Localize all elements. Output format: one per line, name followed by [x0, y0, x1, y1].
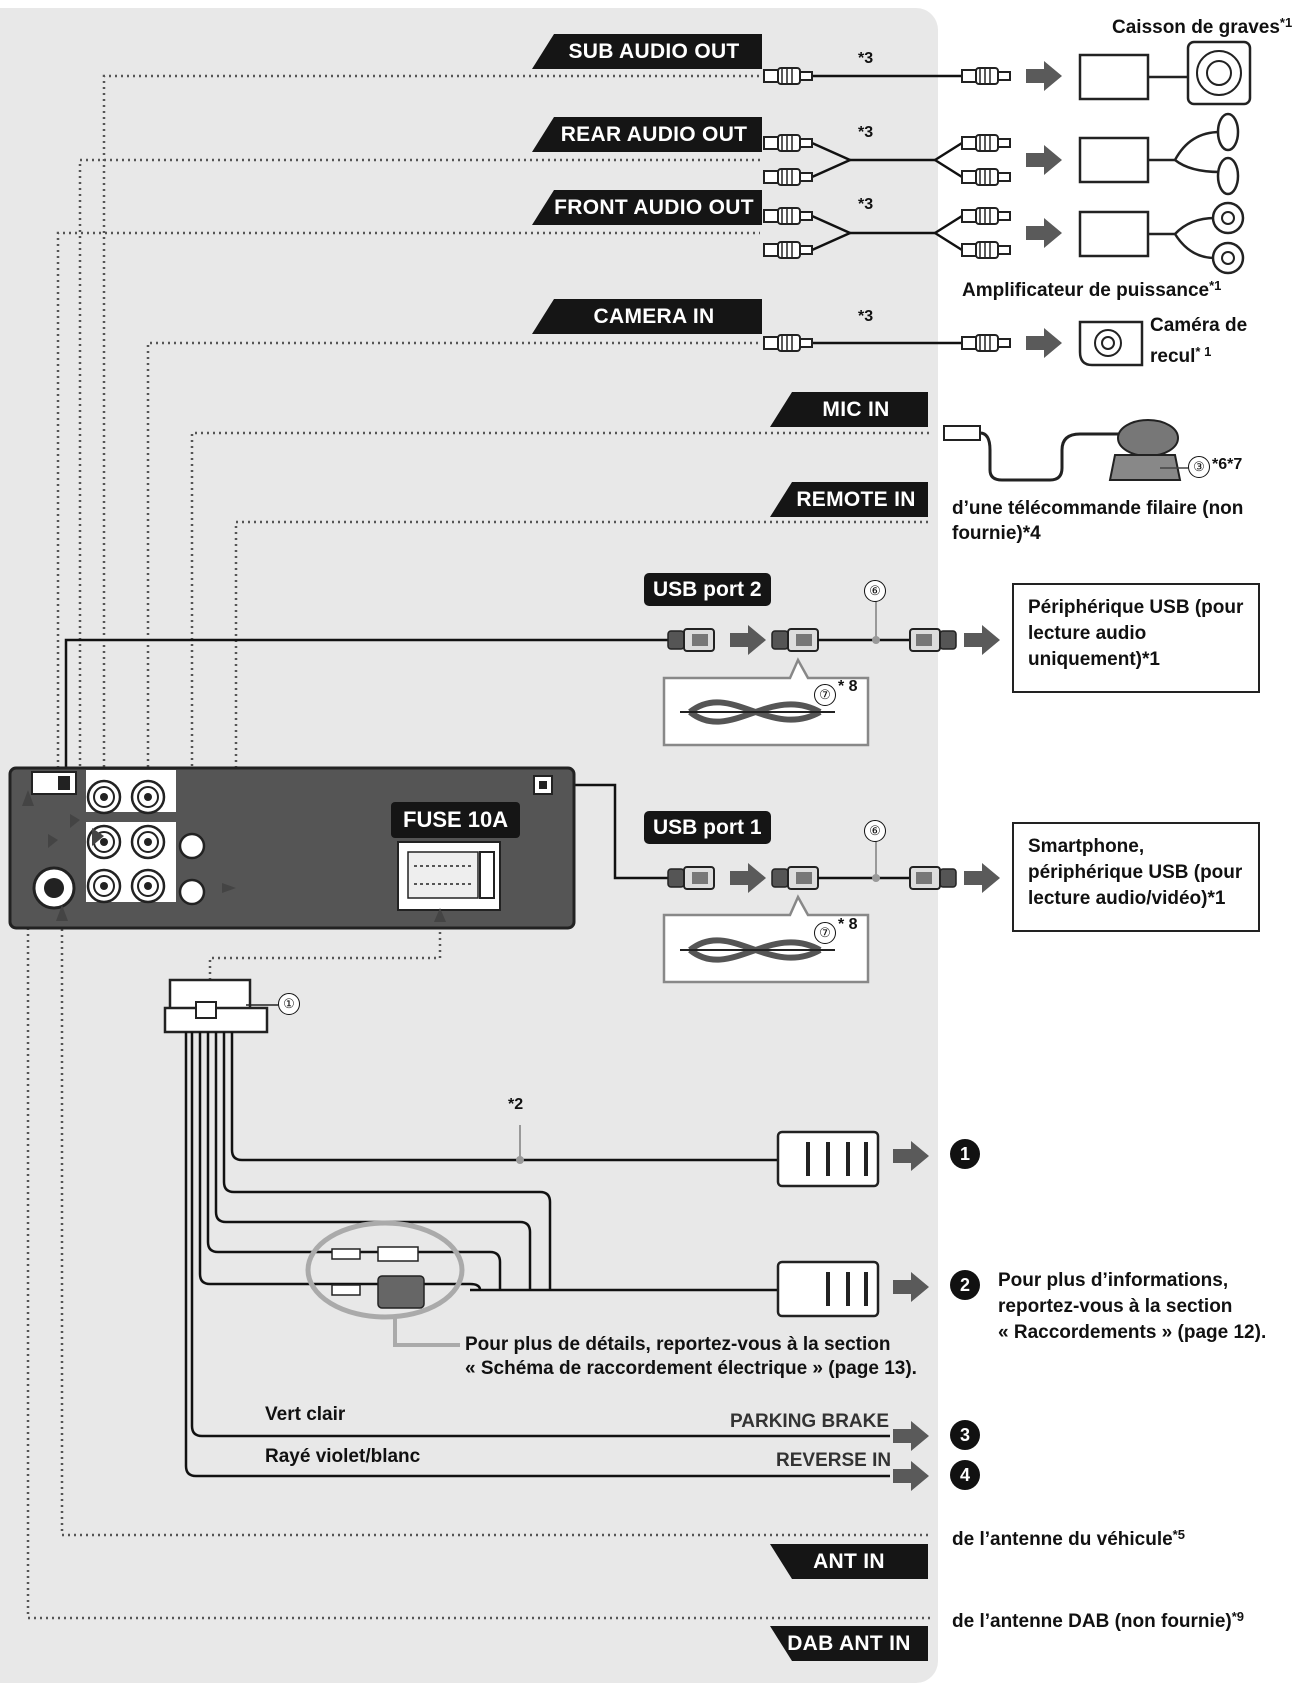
num-harness: ①: [278, 993, 300, 1015]
tag-usb-port-2: USB port 2: [644, 573, 771, 606]
note-clamp-usb1: * 8: [838, 916, 858, 933]
num-clamp-usb1: ⑦: [814, 922, 836, 944]
tag-dab-ant-in: DAB ANT IN: [770, 1626, 928, 1661]
tag-front-audio-out: FRONT AUDIO OUT: [532, 190, 762, 225]
label-subwoofer: Caisson de graves*1: [1112, 15, 1293, 38]
box-smartphone-line2: périphérique USB (pour: [1028, 862, 1243, 883]
label-connections-line2: reportez-vous à la section: [998, 1296, 1233, 1317]
label-wire-violet: Rayé violet/blanc: [265, 1446, 421, 1467]
box-smartphone-line3: lecture audio/vidéo)*1: [1028, 888, 1226, 909]
label-wire-green: Vert clair: [265, 1404, 346, 1425]
tag-fuse: FUSE 10A: [391, 802, 521, 838]
label-remote-line2: fournie)*4: [952, 523, 1041, 544]
tag-usb-port-1: USB port 1: [644, 811, 771, 844]
note-mic: *6*7: [1212, 456, 1243, 473]
num-cable-usb1: ⑥: [864, 820, 886, 842]
marker-3: 3: [950, 1420, 980, 1450]
label-camera-line1: Caméra de: [1150, 315, 1248, 336]
num-clamp-usb2: ⑦: [814, 684, 836, 706]
note-star3-sub: *3: [858, 50, 874, 67]
box-usb-device-line3: uniquement)*1: [1028, 649, 1160, 670]
box-smartphone: Smartphone, périphérique USB (pour lectu…: [1012, 822, 1260, 932]
label-amplifier: Amplificateur de puissance*1: [962, 278, 1222, 301]
label-dab-antenna: de l’antenne DAB (non fournie)*9: [952, 1609, 1245, 1632]
box-usb-device: Périphérique USB (pour lecture audio uni…: [1012, 583, 1260, 693]
box-smartphone-line1: Smartphone,: [1028, 836, 1145, 857]
label-reverse-in: REVERSE IN: [776, 1450, 892, 1471]
tag-rear-audio-out: REAR AUDIO OUT: [532, 117, 762, 152]
tag-mic-in: MIC IN: [770, 392, 928, 427]
label-detail-line1: Pour plus de détails, reportez-vous à la…: [465, 1334, 891, 1355]
label-connections-line3: « Raccordements » (page 12).: [998, 1322, 1267, 1343]
tag-remote-in: REMOTE IN: [770, 482, 928, 517]
label-vehicle-antenna: de l’antenne du véhicule*5: [952, 1527, 1185, 1550]
note-star3-camera: *3: [858, 308, 874, 325]
marker-4: 4: [950, 1460, 980, 1490]
label-parking-brake: PARKING BRAKE: [730, 1411, 890, 1432]
tag-camera-in: CAMERA IN: [532, 299, 762, 334]
label-detail-line2: « Schéma de raccordement électrique » (p…: [465, 1358, 917, 1379]
note-star3-rear: *3: [858, 124, 874, 141]
marker-2: 2: [950, 1270, 980, 1300]
label-camera-line2: recul* 1: [1150, 344, 1212, 367]
num-cable-usb2: ⑥: [864, 580, 886, 602]
tag-ant-in: ANT IN: [770, 1544, 928, 1579]
label-remote-line1: d’une télécommande filaire (non: [952, 498, 1244, 519]
tag-sub-audio-out: SUB AUDIO OUT: [532, 34, 762, 69]
marker-1: 1: [950, 1139, 980, 1169]
label-connections-line1: Pour plus d’informations,: [998, 1270, 1229, 1291]
num-mic: ③: [1188, 456, 1210, 478]
note-star2: *2: [508, 1096, 524, 1113]
note-clamp-usb2: * 8: [838, 678, 858, 695]
box-usb-device-line2: lecture audio: [1028, 623, 1147, 644]
note-star3-front: *3: [858, 196, 874, 213]
box-usb-device-line1: Périphérique USB (pour: [1028, 597, 1244, 618]
